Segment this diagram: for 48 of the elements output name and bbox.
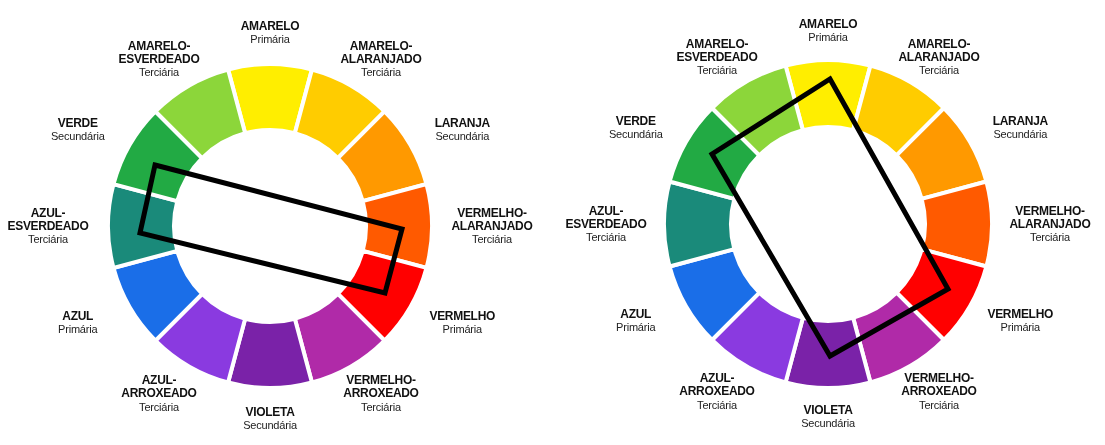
color-category: Terciária [360,400,402,413]
color-name: VERMELHO [987,307,1054,322]
color-category: Terciária [918,398,960,411]
color-name: VERMELHO-ARROXEADO [900,371,978,399]
color-name: AZUL-ARROXEADO [120,373,198,401]
color-category: Primária [58,323,98,336]
color-category: Terciária [696,398,738,411]
color-category: Terciária [918,64,960,77]
color-name: VERMELHO-ALARANJADO [450,206,534,234]
color-category: Terciária [138,400,180,413]
color-name: VERDE [614,114,657,129]
color-name: AMARELO [240,20,300,34]
color-name: AMARELO-ALARANJADO [339,39,423,66]
color-category: Primária [807,31,849,44]
color-name: VERMELHO-ALARANJADO [1009,204,1091,232]
color-category: Primária [249,33,291,46]
color-name: VIOLETA [802,404,854,418]
color-name: LARANJA [992,114,1048,129]
color-name: AZUL [619,307,653,322]
color-name: AZUL-ARROXEADO [678,371,756,399]
color-category: Terciária [27,233,69,246]
color-category: Primária [999,321,1041,334]
color-category: Primária [616,321,656,334]
color-name: VIOLETA [244,406,296,420]
color-name: AZUL-ESVERDEADO [564,204,648,232]
color-category: Secundária [50,130,105,143]
color-category: Terciária [360,66,402,79]
color-name: AMARELO-ESVERDEADO [117,39,201,66]
color-category: Terciária [585,231,627,244]
color-name: VERMELHO [429,309,496,324]
color-name: VERMELHO-ARROXEADO [342,373,420,401]
color-name: AZUL [61,309,95,324]
color-category: Secundária [434,130,490,143]
color-name: AMARELO-ESVERDEADO [675,37,759,64]
color-name: AMARELO [798,18,858,32]
color-category: Terciária [138,66,180,79]
color-category: Secundária [992,128,1048,141]
color-category: Primária [441,323,483,336]
color-name: AZUL-ESVERDEADO [6,206,90,234]
color-category: Terciária [471,233,513,246]
color-category: Secundária [243,419,297,432]
color-category: Terciária [1029,231,1071,244]
color-name: LARANJA [434,116,490,131]
color-name: AMARELO-ALARANJADO [897,37,981,64]
color-category: Terciária [696,64,738,77]
color-category: Secundária [801,417,855,430]
color-category: Secundária [608,128,663,141]
color-name: VERDE [56,116,99,131]
